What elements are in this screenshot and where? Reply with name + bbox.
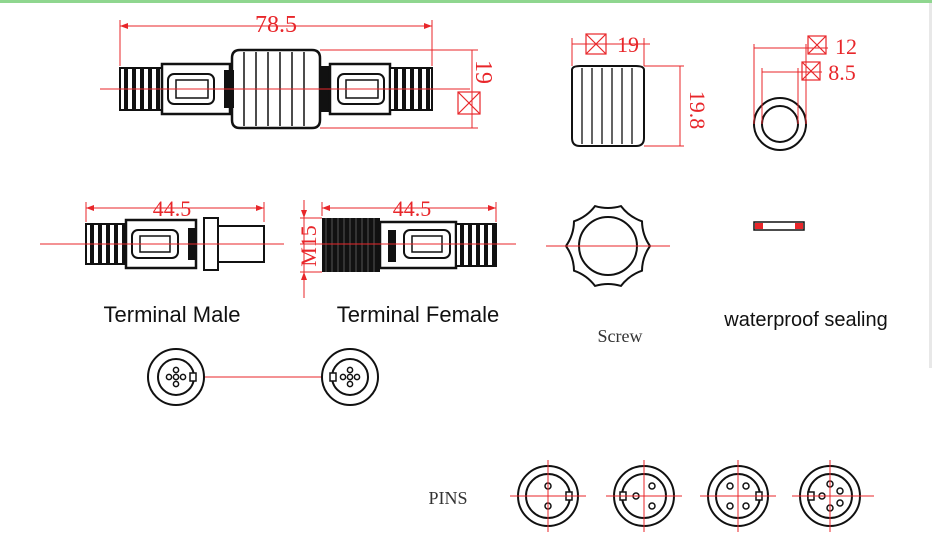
terminal-female-drawing [300, 200, 516, 298]
screw-front-view [546, 204, 670, 288]
right-scroll-edge [929, 3, 932, 368]
top-accent-bar [0, 0, 932, 3]
female-length-label: 44.5 [393, 196, 432, 221]
screw-caption: Screw [598, 326, 643, 346]
pins-label: PINS [428, 488, 467, 508]
terminal-male-caption: Terminal Male [104, 302, 241, 327]
pin-layout-5 [792, 460, 874, 532]
male-length-label: 44.5 [153, 196, 192, 221]
pin-layout-2 [510, 460, 586, 532]
body-diameter-label: 19 [470, 60, 496, 84]
ring-inner-label: 8.5 [828, 60, 856, 85]
overall-length-label: 78.5 [255, 12, 297, 38]
terminal-female-caption: Terminal Female [337, 302, 500, 327]
sealing-ring-top-view [753, 35, 828, 151]
ring-outer-label: 12 [835, 34, 857, 59]
male-face-view [147, 348, 205, 406]
thread-label: M15 [296, 225, 321, 267]
female-face-view [321, 348, 379, 406]
nut-width-label: 19 [617, 32, 639, 57]
nut-side-view [571, 33, 684, 147]
pin-layouts [510, 460, 874, 532]
terminal-male-drawing [40, 202, 284, 271]
assembled-connector [100, 20, 481, 130]
waterproof-sealing-caption: waterproof sealing [723, 309, 887, 331]
nut-height-label: 19.8 [685, 91, 710, 130]
face-views [147, 348, 379, 406]
pin-layout-3 [606, 460, 682, 532]
waterproof-sealing-side [753, 221, 805, 231]
pin-layout-4 [700, 460, 776, 532]
